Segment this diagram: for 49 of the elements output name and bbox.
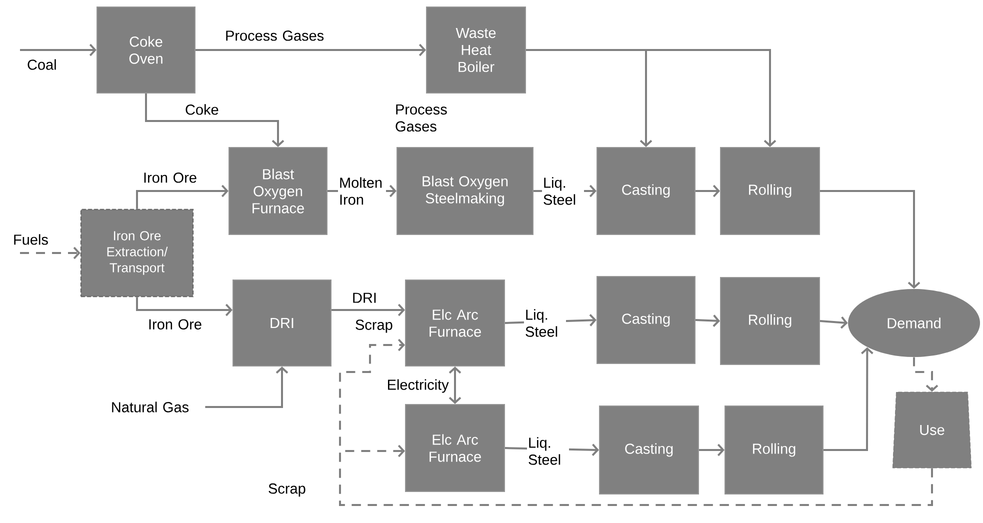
arrow [696,184,720,198]
arrow [20,44,96,56]
process-box: Coke Oven [96,6,196,94]
arrow [824,347,874,451]
edge-label: Fuels [14,234,48,245]
process-box: Rolling [724,406,824,494]
arrow [699,444,724,456]
process-box: Waste Heat Boiler [426,6,526,94]
process-box: Casting [596,147,696,235]
arrow [136,297,232,316]
edge-label: Molten Iron [338,176,386,206]
edge-label: Coke [186,104,218,115]
process-box: Casting [599,406,699,494]
arrow [695,314,720,327]
process-box: Elc Arc Furnace [405,404,505,492]
arrow [820,316,848,329]
edge-label: Liq. Steel [527,436,569,466]
process-box: Blast Oxygen Furnace [228,147,328,235]
edge-label: Electricity [388,379,449,393]
arrow [820,190,920,289]
edge-label: Iron Ore [149,319,202,330]
arrow [136,184,228,209]
input-label: Natural Gas [112,402,189,412]
text-label: Process Gases [396,104,447,132]
edge-label: DRI [353,292,376,303]
use-trapezoid: Use [892,392,972,468]
edge-label: Liq. Steel [542,176,584,206]
edge-label: Process Gases [226,30,324,41]
process-box: Blast Oxygen Steelmaking [396,147,534,235]
arrow [196,44,426,56]
arrow [526,49,776,147]
process-box: Casting [596,276,696,364]
arrow [448,366,462,404]
process-box: Elc Arc Furnace [405,280,505,366]
edge-label: Iron Ore [144,172,196,183]
arrow [145,94,284,147]
process-box: Iron Ore Extraction/ Transport [80,208,194,298]
process-box: Rolling [720,147,820,235]
arrow [332,304,405,316]
edge-label: Scrap [356,320,392,333]
text-label: Scrap [268,483,306,497]
edge-label: Coal [28,59,56,70]
process-box: DRI [232,280,332,366]
arrow [205,366,288,408]
process-box: Rolling [720,277,820,365]
arrow [913,357,938,392]
arrow [20,246,80,260]
edge-label: Liq. Steel [524,308,566,338]
arrow [339,444,934,506]
